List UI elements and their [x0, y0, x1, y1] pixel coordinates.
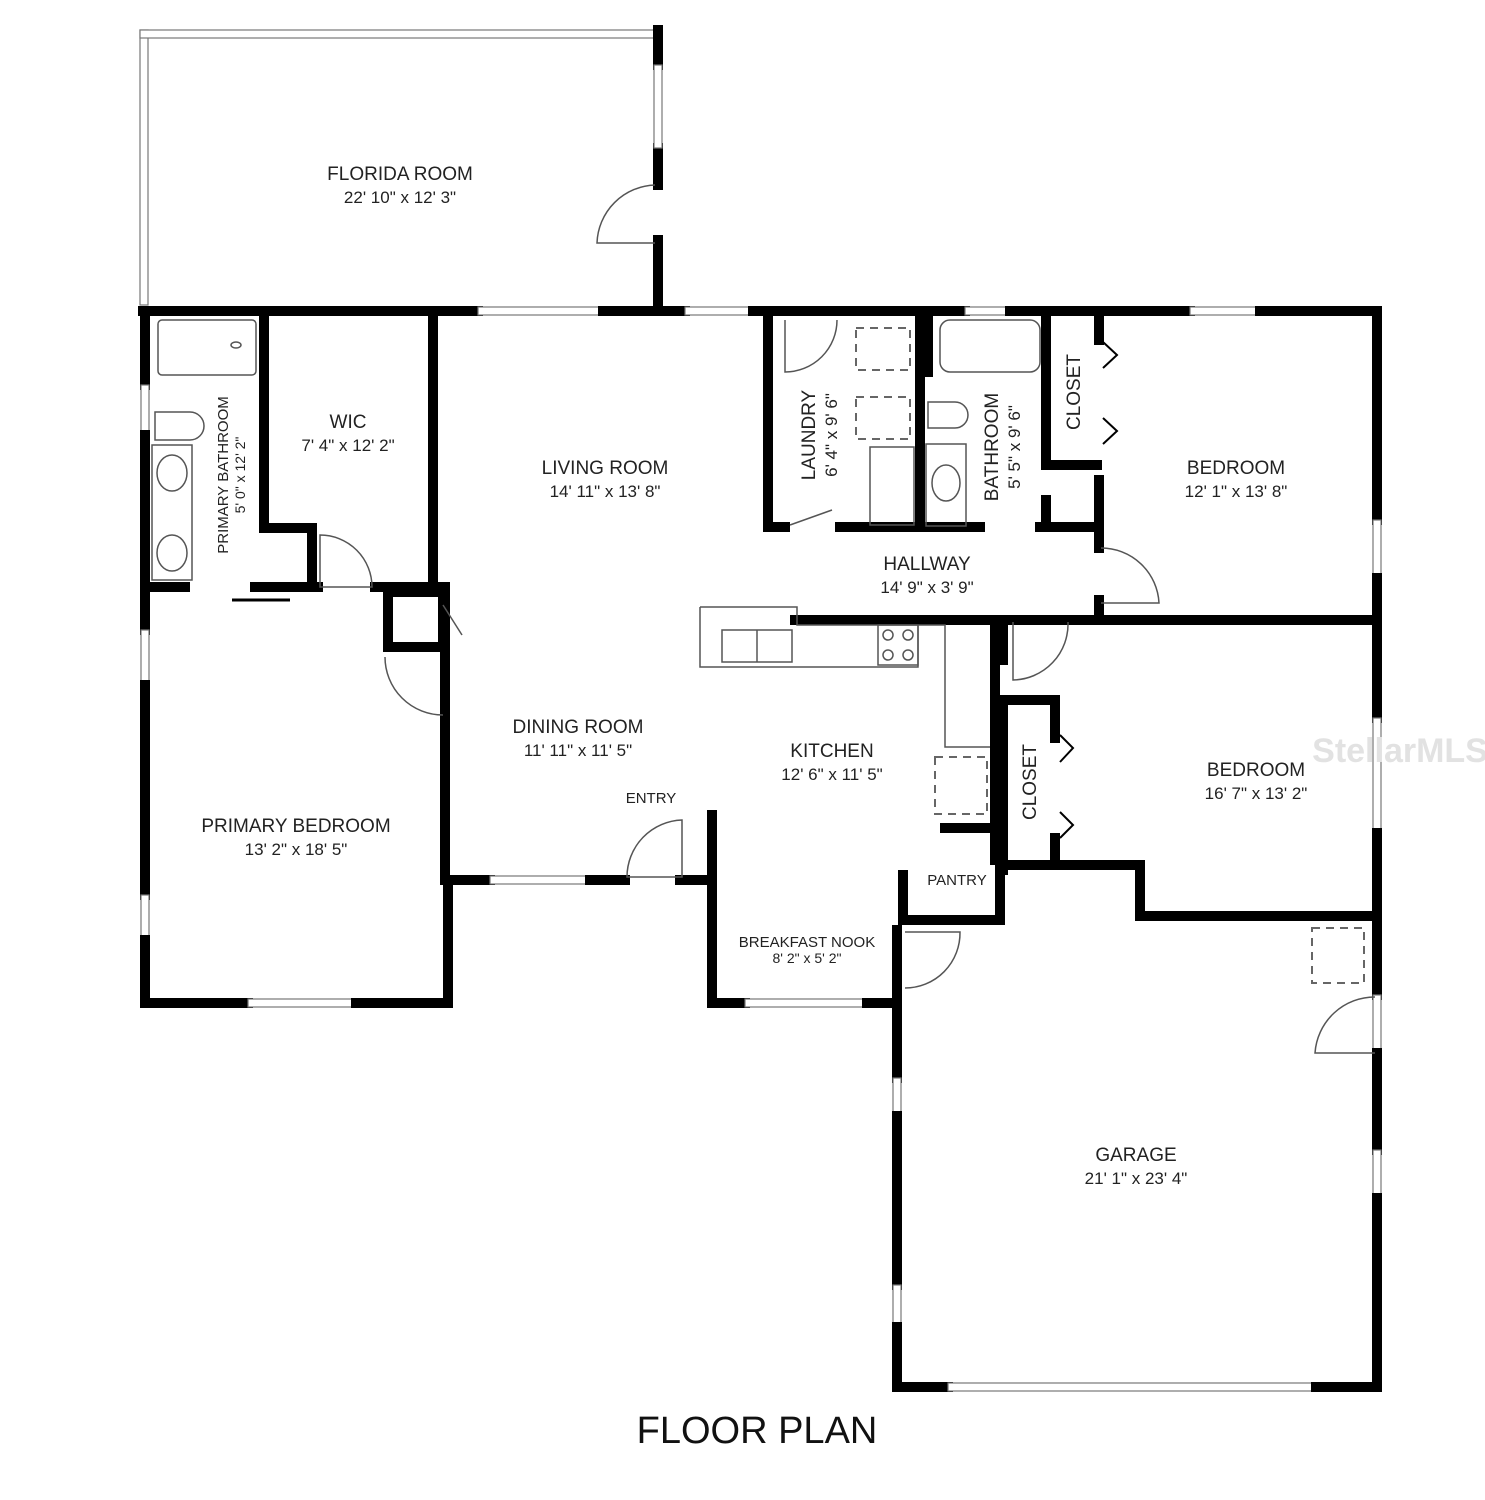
- svg-text:6' 4" x 9' 6": 6' 4" x 9' 6": [822, 393, 841, 477]
- fixtures: [151, 319, 1365, 984]
- fridge-icon: [934, 756, 988, 815]
- washer-icon: [855, 327, 911, 371]
- door-icon: [789, 509, 833, 526]
- svg-text:BEDROOM: BEDROOM: [1187, 458, 1285, 479]
- hallway-label: HALLWAY 14' 9" x 3' 9": [880, 554, 973, 597]
- dryer-icon: [855, 396, 911, 440]
- svg-text:WIC: WIC: [330, 412, 367, 433]
- primary-bathroom-label: PRIMARY BATHROOM 5' 0" x 12' 2": [215, 396, 248, 554]
- closet-label: CLOSET: [1020, 744, 1041, 820]
- bathtub-icon: [939, 319, 1041, 373]
- bedroom-label: BEDROOM 16' 7" x 13' 2": [1205, 760, 1308, 803]
- entry-door-icon: [626, 819, 683, 878]
- svg-text:PRIMARY BATHROOM: PRIMARY BATHROOM: [215, 396, 232, 554]
- svg-text:5' 0" x 12' 2": 5' 0" x 12' 2": [232, 437, 248, 514]
- svg-text:BREAKFAST NOOK: BREAKFAST NOOK: [739, 934, 875, 951]
- laundry-label: LAUNDRY 6' 4" x 9' 6": [799, 389, 841, 480]
- floor-plan-title: FLOOR PLAN: [637, 1410, 878, 1452]
- svg-text:PRIMARY BEDROOM: PRIMARY BEDROOM: [201, 816, 390, 837]
- svg-text:21' 1" x 23' 4": 21' 1" x 23' 4": [1085, 1169, 1188, 1188]
- svg-text:BEDROOM: BEDROOM: [1207, 760, 1305, 781]
- bathroom-label: BATHROOM 5' 5" x 9' 6": [982, 393, 1024, 501]
- dining-room-label: DINING ROOM 11' 11" x 11' 5": [513, 717, 644, 760]
- closet-label: CLOSET: [1064, 354, 1085, 430]
- doors: [319, 319, 1376, 1054]
- door-icon: [1100, 547, 1160, 604]
- door-icon: [784, 319, 838, 373]
- toilet-icon: [927, 401, 969, 429]
- vanity-icon: [151, 444, 193, 581]
- shower-icon: [157, 319, 257, 376]
- svg-text:22' 10" x 12' 3": 22' 10" x 12' 3": [344, 188, 456, 207]
- garage-label: GARAGE 21' 1" x 23' 4": [1085, 1145, 1188, 1188]
- door-icon: [384, 656, 444, 716]
- florida-room-walls: [139, 25, 663, 310]
- svg-text:DINING ROOM: DINING ROOM: [513, 717, 644, 738]
- sink-icon: [925, 443, 967, 527]
- svg-text:11' 11" x 11' 5": 11' 11" x 11' 5": [524, 741, 632, 760]
- svg-text:LAUNDRY: LAUNDRY: [799, 389, 820, 480]
- counter: [700, 606, 990, 748]
- door-icon: [1314, 996, 1376, 1054]
- interior-walls: [145, 306, 1382, 925]
- living-room-label: LIVING ROOM 14' 11" x 13' 8": [542, 458, 669, 501]
- breakfast-nook-label: BREAKFAST NOOK 8' 2" x 5' 2": [739, 934, 875, 966]
- svg-text:14' 11" x 13' 8": 14' 11" x 13' 8": [550, 482, 661, 501]
- closet-door-icon: [1102, 341, 1119, 445]
- svg-text:13' 2" x 18' 5": 13' 2" x 18' 5": [245, 840, 348, 859]
- svg-text:16' 7" x 13' 2": 16' 7" x 13' 2": [1205, 784, 1308, 803]
- bedroom-label: BEDROOM 12' 1" x 13' 8": [1185, 458, 1288, 501]
- door-icon: [904, 931, 961, 989]
- watermark: StellarMLS: [1312, 732, 1485, 770]
- svg-text:KITCHEN: KITCHEN: [790, 741, 873, 762]
- florida-room-label: FLORIDA ROOM 22' 10" x 12' 3": [327, 164, 473, 207]
- svg-text:7' 4" x 12' 2": 7' 4" x 12' 2": [301, 436, 394, 455]
- water-heater-icon: [1311, 927, 1365, 984]
- svg-text:LIVING ROOM: LIVING ROOM: [542, 458, 669, 479]
- svg-text:5' 5" x 9' 6": 5' 5" x 9' 6": [1005, 405, 1024, 489]
- svg-text:HALLWAY: HALLWAY: [883, 554, 971, 575]
- toilet-icon: [154, 411, 205, 441]
- pantry-label: PANTRY: [927, 872, 986, 889]
- door-icon: [1012, 621, 1069, 681]
- svg-text:BATHROOM: BATHROOM: [982, 393, 1003, 501]
- svg-text:14' 9" x 3' 9": 14' 9" x 3' 9": [880, 578, 973, 597]
- kitchen-label: KITCHEN 12' 6" x 11' 5": [781, 741, 882, 784]
- entry-label: ENTRY: [626, 790, 677, 807]
- svg-text:FLORIDA ROOM: FLORIDA ROOM: [327, 164, 473, 185]
- door-icon: [442, 604, 463, 636]
- primary-bedroom-label: PRIMARY BEDROOM 13' 2" x 18' 5": [201, 816, 390, 859]
- wic-label: WIC 7' 4" x 12' 2": [301, 412, 394, 455]
- svg-text:12' 6" x 11' 5": 12' 6" x 11' 5": [781, 765, 882, 784]
- stove-icon: [877, 624, 919, 666]
- door-icon: [319, 534, 373, 588]
- svg-text:12' 1" x 13' 8": 12' 1" x 13' 8": [1185, 482, 1288, 501]
- svg-text:8' 2" x 5' 2": 8' 2" x 5' 2": [773, 950, 842, 966]
- closet-door-icon: [1059, 734, 1075, 839]
- svg-text:GARAGE: GARAGE: [1095, 1145, 1176, 1166]
